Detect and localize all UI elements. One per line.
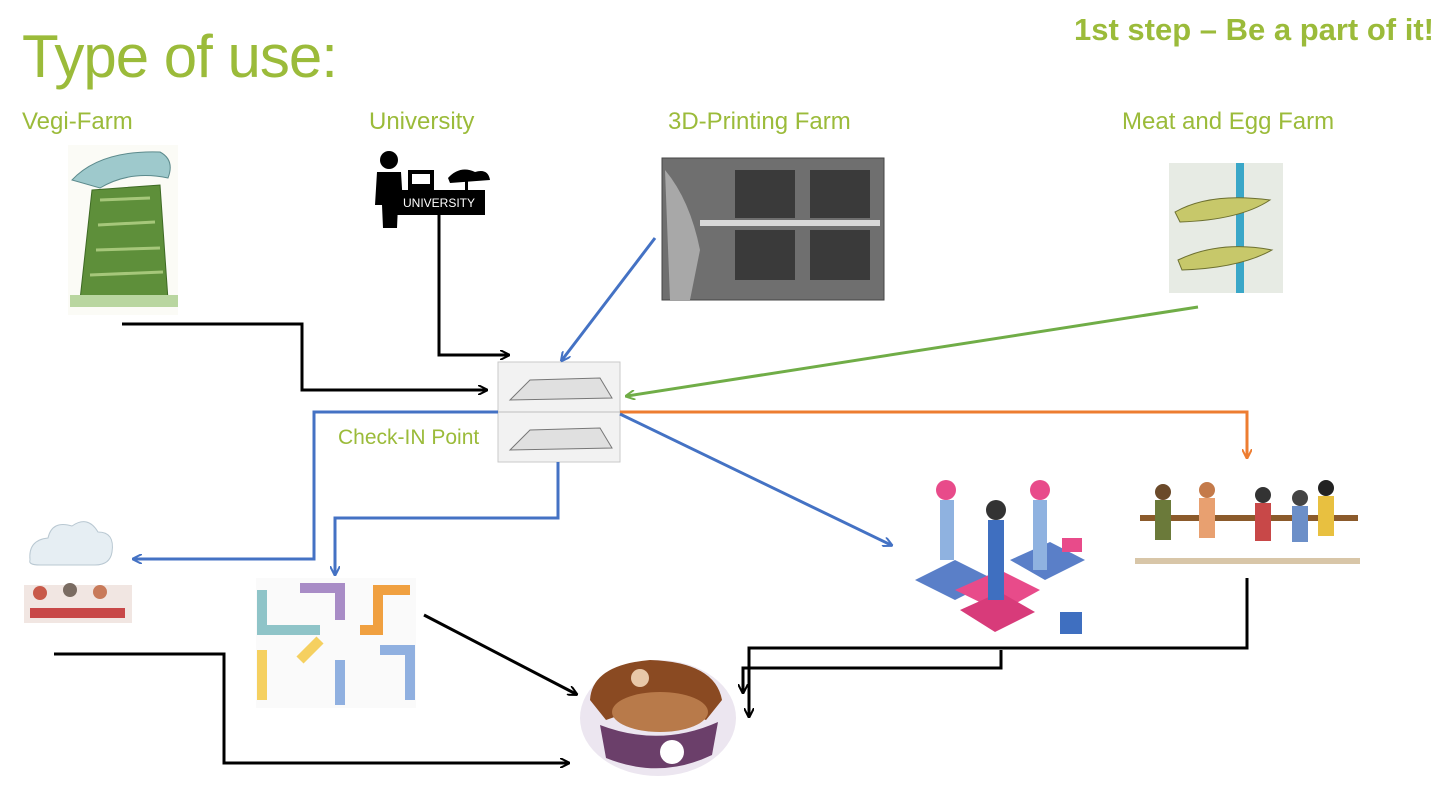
arrow-checkin-to-collaboration	[335, 462, 560, 574]
arrow-checkin-to-cloud-meeting	[134, 410, 498, 559]
vegi-farm-image	[68, 145, 178, 315]
arrow-printing-to-checkin	[562, 237, 657, 360]
meeting-pod-image	[580, 660, 736, 776]
arrow-puzzle-team-to-pod	[743, 650, 1003, 692]
university-label: University	[369, 108, 475, 135]
vegi-farm-label: Vegi-Farm	[22, 108, 133, 135]
university-icon: UNIVERSITY	[375, 151, 490, 228]
arrow-collaboration-to-pod	[423, 613, 576, 694]
printing-farm-image	[661, 157, 885, 301]
step-heading: 1st step – Be a part of it!	[1073, 12, 1434, 47]
arrow-cloud-to-pod	[54, 652, 568, 763]
meat-egg-farm-image	[1169, 163, 1283, 293]
arrow-university-to-checkin	[437, 208, 508, 355]
arrow-meat-egg-to-checkin	[627, 305, 1199, 396]
checkin-label: Check-IN Point	[338, 426, 480, 449]
checkin-point-image	[497, 361, 621, 463]
bar-table-team-image	[1135, 480, 1360, 564]
arrow-vegi-to-checkin	[122, 322, 486, 390]
page-title: Type of use:	[22, 23, 338, 90]
arrow-checkin-to-bar-team	[620, 410, 1247, 457]
arrow-bar-team-to-pod	[749, 578, 1249, 716]
university-sign-text: UNIVERSITY	[403, 196, 475, 210]
collaboration-grid-image	[256, 578, 416, 708]
printing-farm-label: 3D-Printing Farm	[668, 108, 851, 135]
arrows	[54, 208, 1247, 763]
cloud-meeting-image	[24, 521, 132, 623]
puzzle-team-image	[915, 480, 1085, 634]
meat-egg-farm-label: Meat and Egg Farm	[1122, 108, 1335, 135]
arrow-checkin-to-puzzle-team	[619, 412, 891, 545]
